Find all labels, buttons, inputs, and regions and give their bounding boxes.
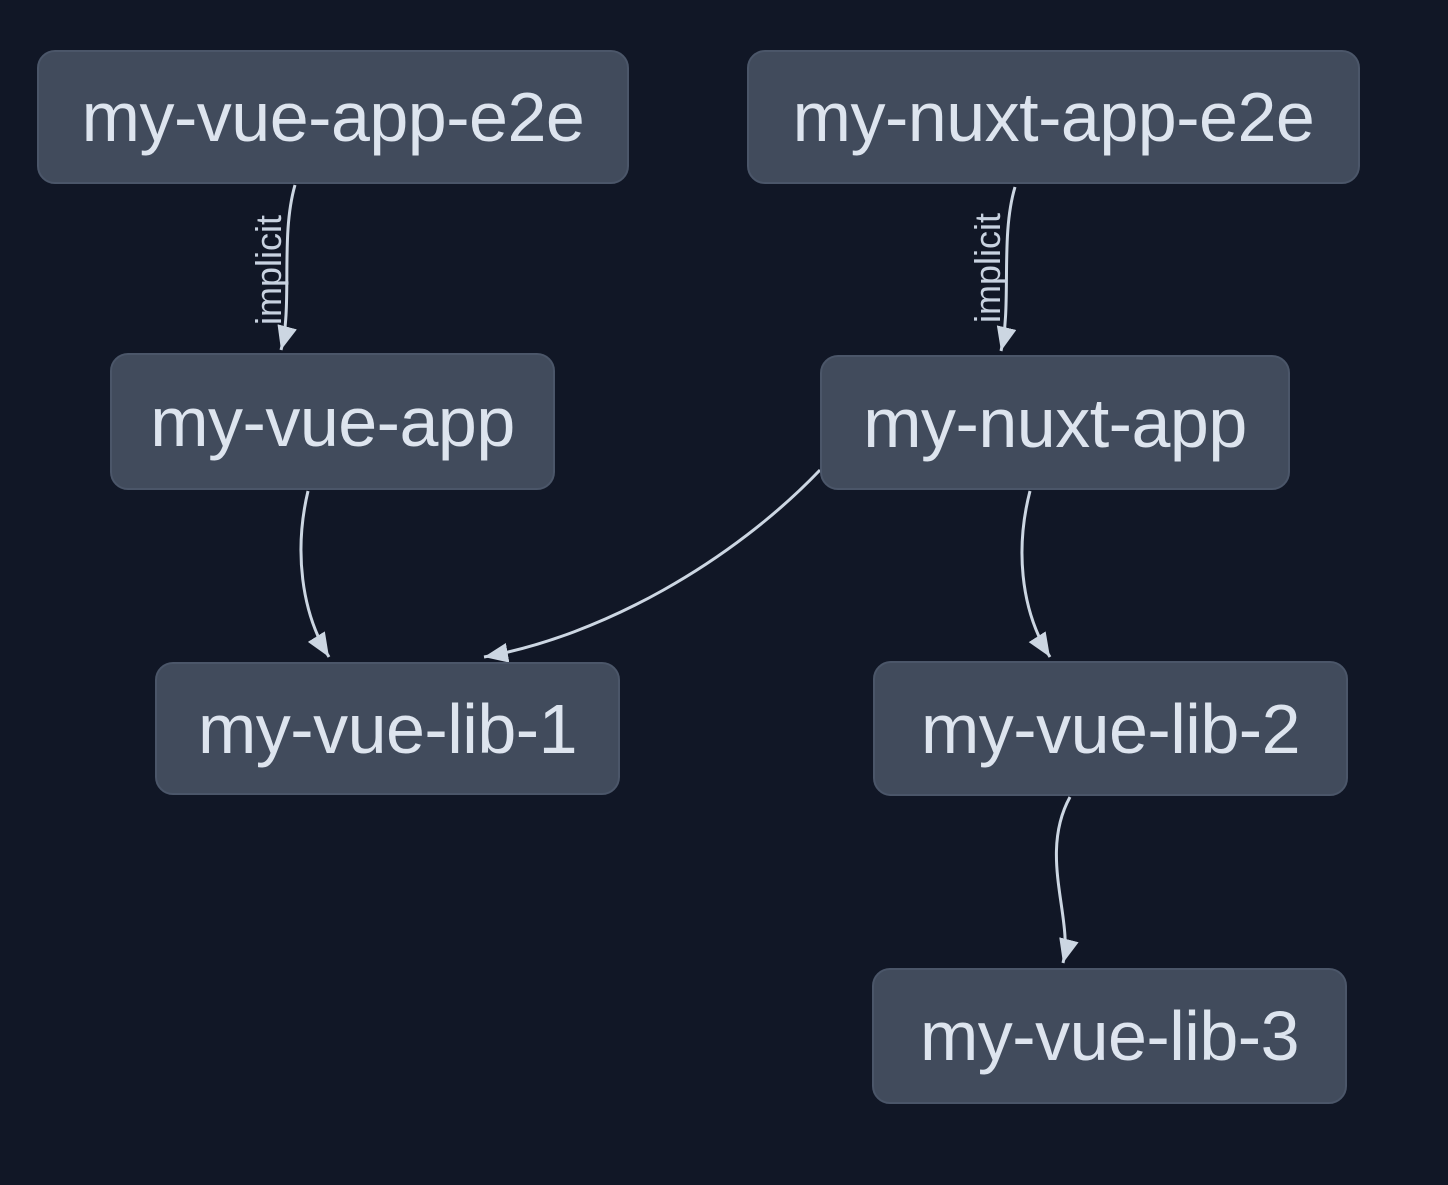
edge-label-implicit-right: implicit xyxy=(967,213,1008,323)
node-label: my-nuxt-app xyxy=(863,383,1247,462)
node-label: my-vue-lib-3 xyxy=(919,997,1300,1075)
graph-node-my-nuxt-app-e2e[interactable]: my-nuxt-app-e2e xyxy=(747,50,1360,184)
edge-my-vue-lib-2-to-my-vue-lib-3 xyxy=(1054,796,1079,964)
node-label: my-vue-lib-2 xyxy=(920,689,1301,768)
edge-label-implicit-left: implicit xyxy=(248,215,289,325)
edge-my-vue-app-e2e-to-my-vue-app xyxy=(277,184,297,351)
node-label: my-nuxt-app-e2e xyxy=(792,78,1315,156)
edge-my-nuxt-app-e2e-to-my-nuxt-app xyxy=(996,186,1017,352)
graph-node-my-vue-lib-2[interactable]: my-vue-lib-2 xyxy=(873,661,1348,796)
node-label: my-vue-lib-1 xyxy=(197,689,578,768)
graph-node-my-vue-app[interactable]: my-vue-app xyxy=(110,353,555,490)
node-label: my-vue-app xyxy=(150,382,515,461)
graph-node-my-vue-lib-1[interactable]: my-vue-lib-1 xyxy=(155,662,620,795)
edge-my-nuxt-app-to-my-vue-lib-1 xyxy=(483,468,822,663)
graph-node-my-nuxt-app[interactable]: my-nuxt-app xyxy=(820,355,1290,490)
graph-node-my-vue-app-e2e[interactable]: my-vue-app-e2e xyxy=(37,50,629,184)
graph-node-my-vue-lib-3[interactable]: my-vue-lib-3 xyxy=(872,968,1347,1104)
edge-my-nuxt-app-to-my-vue-lib-2 xyxy=(1020,490,1052,658)
node-label: my-vue-app-e2e xyxy=(81,78,585,156)
edge-my-vue-app-to-my-vue-lib-1 xyxy=(299,490,331,658)
